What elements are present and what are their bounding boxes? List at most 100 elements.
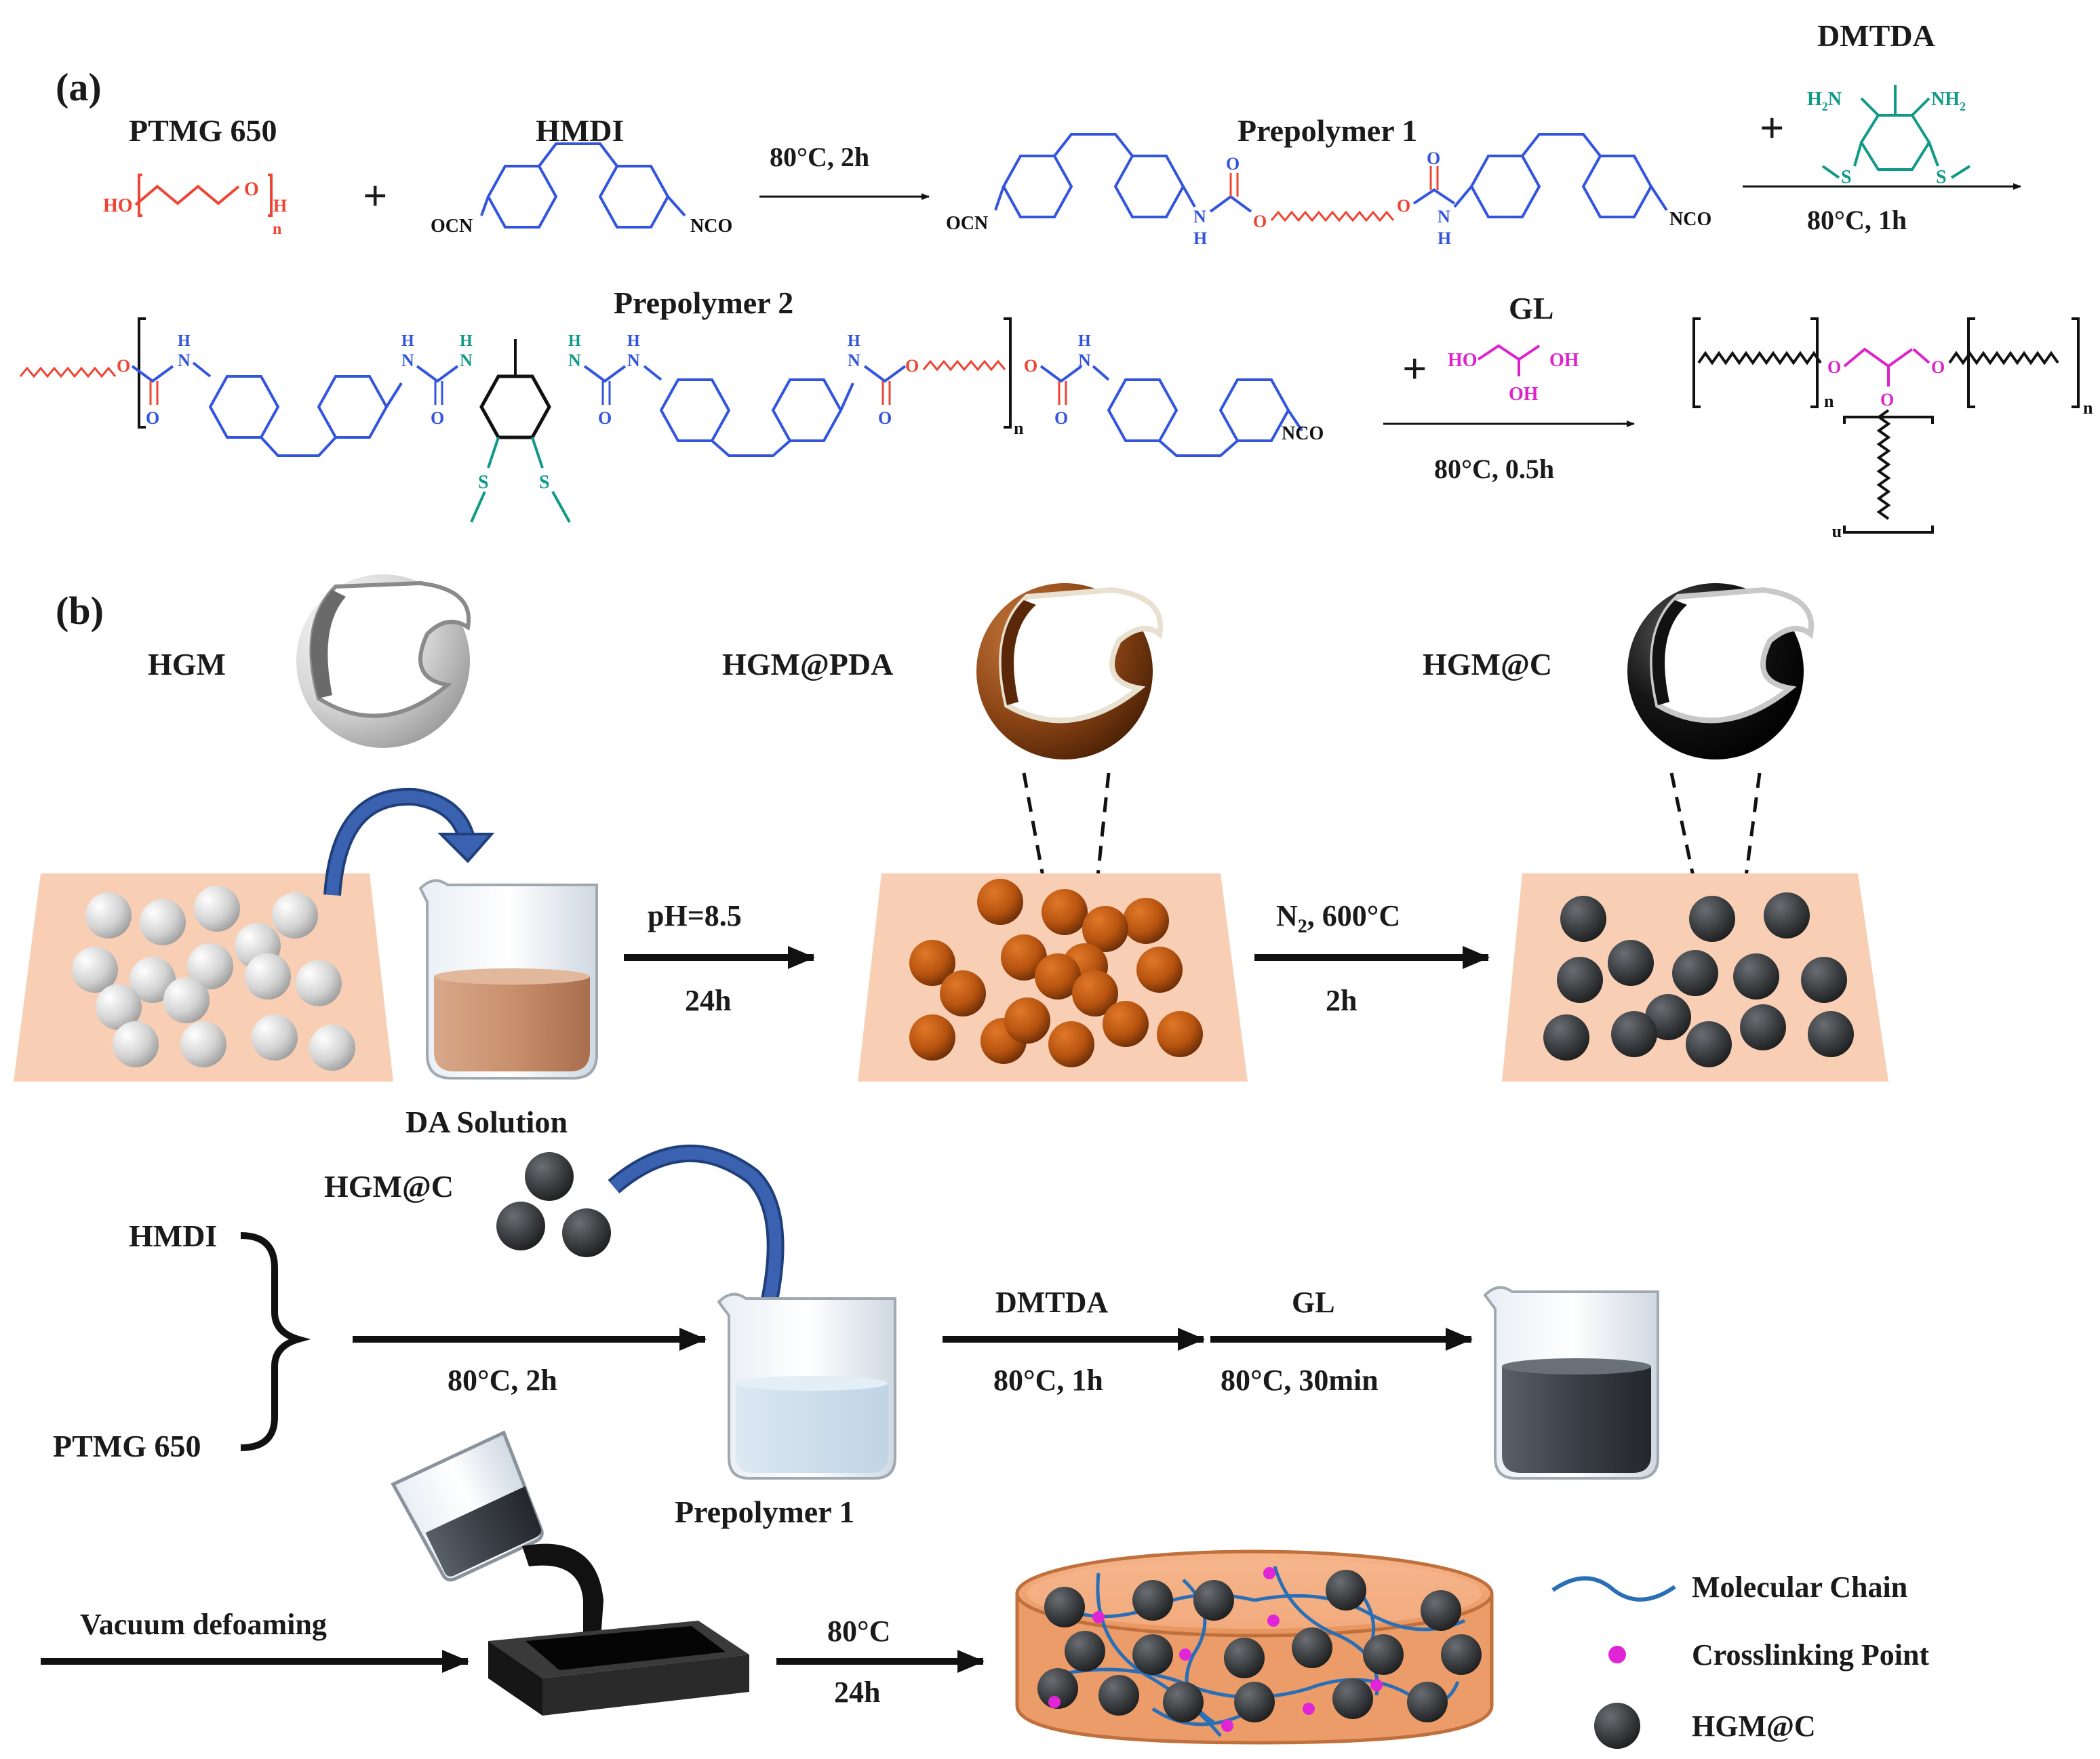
legend-filler-swatch bbox=[1594, 1703, 1640, 1749]
legend-chain-label: Molecular Chain bbox=[1692, 1570, 1907, 1604]
panel-a-tag: (a) bbox=[56, 65, 102, 109]
gl-ho: HO bbox=[1448, 350, 1478, 371]
final-mixture-beaker bbox=[1483, 1286, 1659, 1480]
ptmg-structure: PTMG 650 HO O H n bbox=[103, 113, 287, 238]
hgm-pda-sphere bbox=[976, 583, 1164, 759]
prepolymer1-ocn: OCN bbox=[946, 213, 988, 234]
ptmg-n: n bbox=[273, 220, 281, 238]
prepolymer2-h3: H bbox=[460, 332, 473, 350]
prepolymer1-nco: NCO bbox=[1669, 209, 1711, 230]
prepolymer2-o-carbonyl: O bbox=[146, 408, 159, 428]
prepolymer1-h2: H bbox=[1438, 229, 1451, 248]
reactant-brace bbox=[240, 1232, 311, 1451]
prepolymer2-n7: N bbox=[1078, 351, 1091, 370]
prepolymer1-o4: O bbox=[1427, 149, 1440, 168]
plus-sign-2: + bbox=[1760, 104, 1784, 152]
hgm-pda-label: HGM@PDA bbox=[722, 647, 893, 681]
prepolymer2-n4: N bbox=[568, 351, 581, 370]
prepolymer2-o6: O bbox=[1024, 356, 1037, 376]
legend-crosslink-label: Crosslinking Point bbox=[1692, 1638, 1929, 1672]
hgm-c-label: HGM@C bbox=[1423, 647, 1552, 681]
hmdi-nco: NCO bbox=[690, 216, 732, 237]
gl-structure: GL + HO OH OH bbox=[1402, 291, 1579, 405]
product-n-left: n bbox=[1824, 391, 1834, 411]
prepolymer2-s1: S bbox=[478, 472, 489, 493]
da-solution-label: DA Solution bbox=[405, 1105, 568, 1139]
carbonization-time: 2h bbox=[1326, 984, 1357, 1017]
tray-hgm bbox=[14, 873, 393, 1082]
dmtda-step-condition: 80°C, 1h bbox=[993, 1364, 1103, 1397]
ph-time: 24h bbox=[685, 984, 731, 1017]
hgm-c-particles bbox=[1543, 892, 1854, 1067]
product-n-bottom: n bbox=[1831, 525, 1842, 545]
prepolymer1-n1: N bbox=[1193, 207, 1206, 226]
prepolymer2-n2: N bbox=[401, 351, 414, 370]
step2-condition: 80°C, 1h bbox=[1807, 205, 1907, 235]
gl-oh-right: OH bbox=[1549, 350, 1579, 371]
ptmg-h: H bbox=[273, 196, 287, 216]
hgm-particles bbox=[72, 886, 355, 1071]
plus-sign-1: + bbox=[363, 172, 387, 220]
prepolymer2-o3: O bbox=[598, 408, 612, 428]
prepolymer1-beaker-label: Prepolymer 1 bbox=[675, 1495, 854, 1529]
plus-sign-3: + bbox=[1402, 344, 1427, 393]
hgm-c-label-2: HGM@C bbox=[324, 1169, 454, 1204]
gl-oh-bottom: OH bbox=[1509, 384, 1539, 405]
ptmg-label: PTMG 650 bbox=[129, 113, 277, 148]
prepolymer2-label: Prepolymer 2 bbox=[614, 285, 793, 320]
cure-temp: 80°C bbox=[827, 1615, 890, 1648]
n2-condition: N2, 600°C bbox=[1276, 899, 1400, 937]
ph-condition: pH=8.5 bbox=[648, 899, 742, 932]
composite-dish bbox=[1015, 1549, 1494, 1745]
panel-a: (a) PTMG 650 HO O H n + HMDI OCN NCO 80°… bbox=[19, 18, 2093, 545]
prepolymer2-h6: H bbox=[848, 332, 860, 350]
prepolymer2-h1: H bbox=[178, 332, 191, 350]
step3-condition: 80°C, 0.5h bbox=[1434, 454, 1554, 484]
panel-b: (b) HGM HGM@PDA HGM@C bbox=[14, 574, 1929, 1749]
curved-arrow-1-head bbox=[437, 833, 495, 863]
prepolymer1-structure: Prepolymer 1 OCN N H O O O O N H NC bbox=[946, 113, 1711, 248]
prepolymer2-h4: H bbox=[568, 332, 581, 350]
hmdi-structure: HMDI OCN NCO bbox=[431, 113, 732, 237]
gl-label: GL bbox=[1509, 291, 1553, 325]
dmtda-label: DMTDA bbox=[1817, 18, 1935, 53]
dmtda-step-label: DMTDA bbox=[995, 1286, 1108, 1319]
dmtda-s-left: S bbox=[1841, 167, 1852, 188]
prepolymer2-h5: H bbox=[627, 332, 640, 350]
curved-arrow-1 bbox=[326, 790, 474, 896]
prepolymer2-n3: N bbox=[460, 351, 473, 370]
prepolymer2-nco: NCO bbox=[1282, 423, 1324, 444]
ptmg-ho: HO bbox=[103, 195, 133, 216]
legend-crosslink-swatch bbox=[1608, 1646, 1626, 1663]
cure-time: 24h bbox=[834, 1676, 880, 1709]
prepolymer1-n2: N bbox=[1438, 207, 1450, 226]
composite-filler-particles bbox=[1037, 1570, 1482, 1722]
prepolymer-condition: 80°C, 2h bbox=[448, 1364, 557, 1397]
hgm-c-particle-cluster bbox=[496, 1152, 611, 1257]
mould bbox=[488, 1621, 749, 1716]
prepolymer2-structure: Prepolymer 2 O O H N H N O H N S bbox=[19, 285, 1324, 523]
product-o-left: O bbox=[1827, 357, 1841, 377]
tray-hgm-c bbox=[1502, 873, 1888, 1082]
legend: Molecular Chain Crosslinking Point HGM@C bbox=[1551, 1570, 1929, 1749]
gl-step-condition: 80°C, 30min bbox=[1221, 1364, 1379, 1397]
gl-step-label: GL bbox=[1292, 1286, 1335, 1319]
prepolymer2-o2: O bbox=[431, 408, 444, 428]
hgm-hollow-sphere bbox=[296, 574, 471, 748]
hgm-label: HGM bbox=[148, 647, 226, 681]
product-o-right: O bbox=[1931, 357, 1945, 377]
prepolymer1-beaker bbox=[717, 1292, 896, 1480]
prepolymer2-s2: S bbox=[539, 472, 550, 493]
crosslinking-points bbox=[1048, 1567, 1383, 1732]
hgm-c-sphere bbox=[1627, 583, 1815, 759]
tray-hgm-pda bbox=[858, 873, 1248, 1082]
panel-b-tag: (b) bbox=[56, 589, 104, 633]
row2-hmdi-label: HMDI bbox=[129, 1219, 217, 1253]
prepolymer2-n5: N bbox=[627, 351, 640, 370]
hmdi-label: HMDI bbox=[536, 113, 624, 148]
prepolymer2-o4: O bbox=[878, 408, 892, 428]
vacuum-label: Vacuum defoaming bbox=[80, 1608, 327, 1641]
dmtda-structure: DMTDA + H2N NH2 S S bbox=[1760, 18, 1971, 188]
product-o-middle: O bbox=[1880, 390, 1894, 410]
